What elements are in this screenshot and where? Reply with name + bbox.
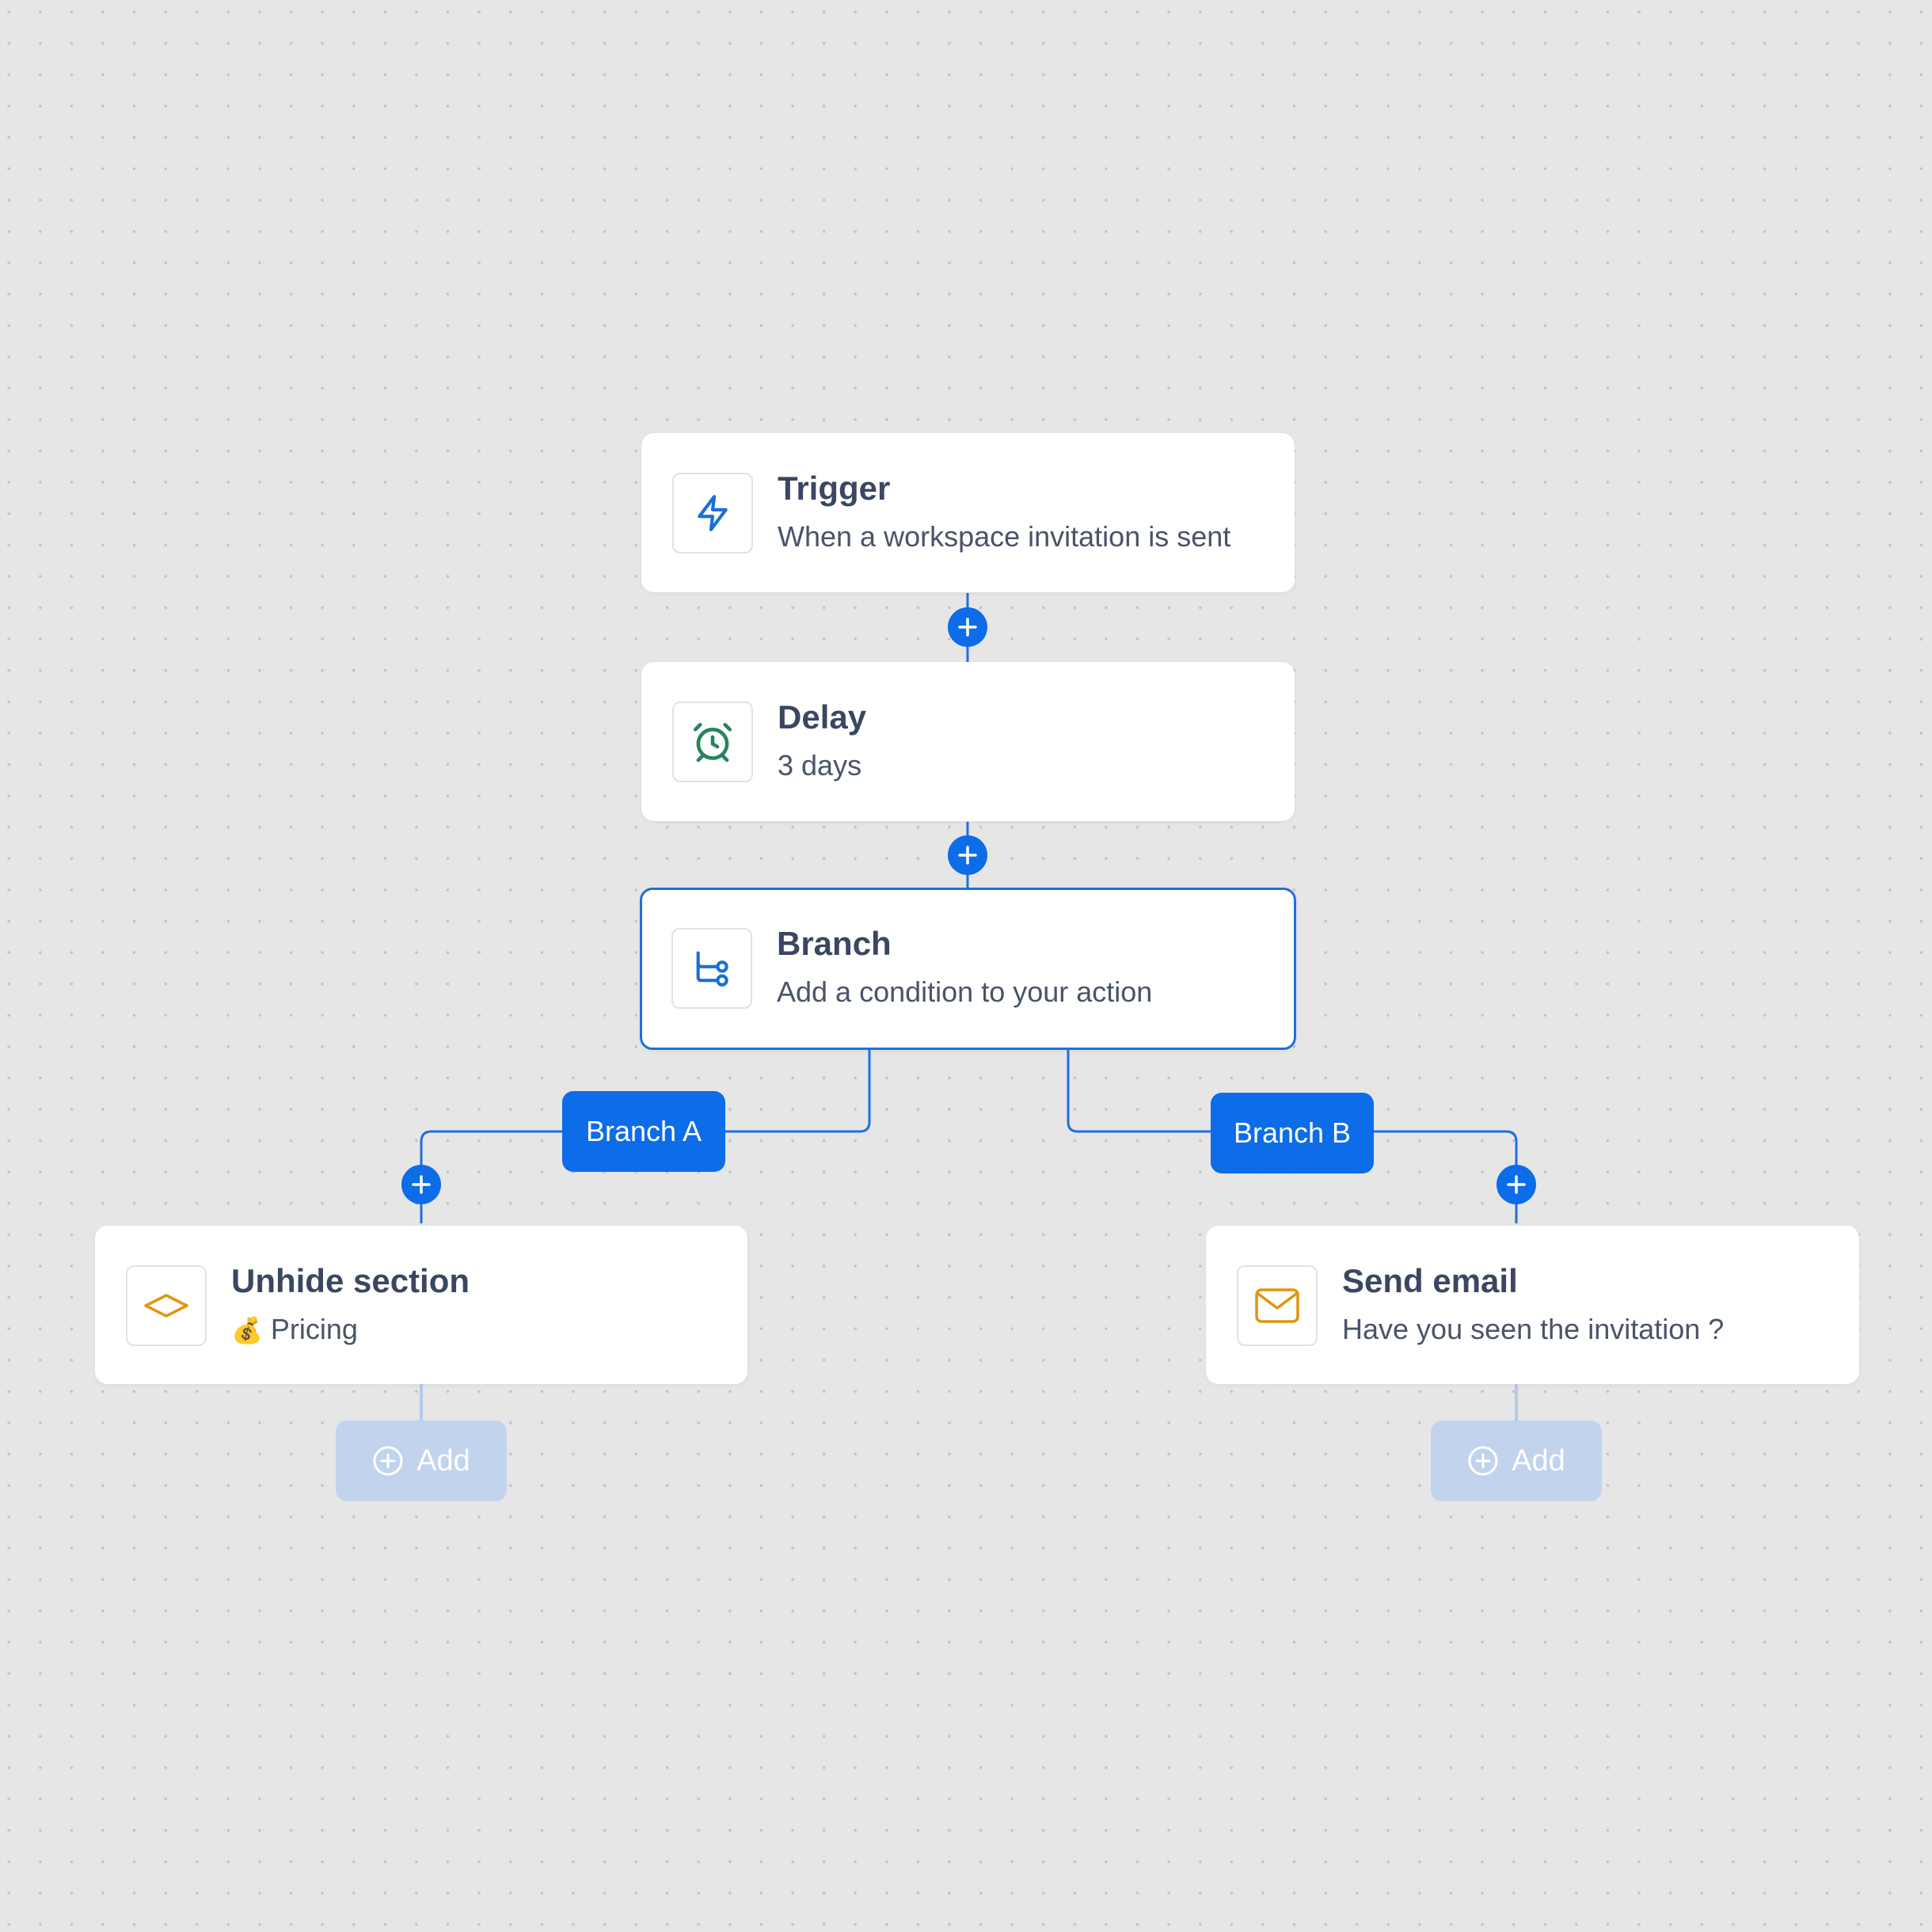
plus-icon xyxy=(958,618,977,637)
unhide-section-title: Unhide section xyxy=(231,1262,470,1299)
branch-icon xyxy=(696,951,728,987)
delay-subtitle: 3 days xyxy=(778,749,862,782)
add-step-button[interactable] xyxy=(948,835,987,875)
plus-icon xyxy=(1507,1175,1526,1194)
send-email-title: Send email xyxy=(1342,1262,1518,1299)
diamond-icon xyxy=(144,1294,188,1318)
branch-a-tag[interactable]: Branch A xyxy=(562,1091,725,1172)
plus-icon xyxy=(958,846,977,865)
email-icon-box xyxy=(1237,1265,1318,1346)
unhide-section-card[interactable]: Unhide section 💰Pricing xyxy=(95,1226,747,1384)
send-email-subtitle: Have you seen the invitation ? xyxy=(1342,1313,1725,1345)
send-email-card[interactable]: Send email Have you seen the invitation … xyxy=(1206,1226,1859,1384)
trigger-icon-box xyxy=(672,473,753,553)
trigger-title: Trigger xyxy=(778,470,891,507)
add-label: Add xyxy=(1512,1443,1565,1478)
envelope-icon xyxy=(1255,1288,1299,1323)
branch-subtitle: Add a condition to your action xyxy=(777,976,1153,1008)
lightning-bolt-icon xyxy=(698,495,728,531)
unhide-section-subtitle-text: Pricing xyxy=(270,1313,358,1345)
unhide-icon-box xyxy=(126,1265,207,1346)
add-after-unhide-button[interactable]: Add xyxy=(336,1420,507,1501)
branch-b-tag[interactable]: Branch B xyxy=(1211,1093,1374,1173)
delay-card[interactable]: Delay 3 days xyxy=(641,662,1295,821)
money-bag-icon: 💰 xyxy=(231,1315,263,1345)
add-step-branch-a-button[interactable] xyxy=(401,1165,441,1204)
add-step-branch-b-button[interactable] xyxy=(1497,1165,1536,1204)
add-after-email-button[interactable]: Add xyxy=(1431,1420,1602,1501)
unhide-section-subtitle: 💰Pricing xyxy=(231,1313,358,1346)
add-label: Add xyxy=(416,1443,470,1478)
plus-icon xyxy=(412,1175,431,1194)
plus-circle-icon xyxy=(373,1446,403,1476)
alarm-clock-icon xyxy=(693,722,732,763)
plus-circle-icon xyxy=(1468,1446,1498,1476)
trigger-subtitle: When a workspace invitation is sent xyxy=(778,520,1231,553)
branch-card[interactable]: Branch Add a condition to your action xyxy=(640,888,1296,1050)
add-step-button[interactable] xyxy=(948,607,987,647)
branch-icon-box xyxy=(671,928,752,1009)
branch-title: Branch xyxy=(777,925,892,962)
trigger-card[interactable]: Trigger When a workspace invitation is s… xyxy=(641,433,1295,592)
delay-icon-box xyxy=(672,702,753,782)
delay-title: Delay xyxy=(778,698,867,736)
